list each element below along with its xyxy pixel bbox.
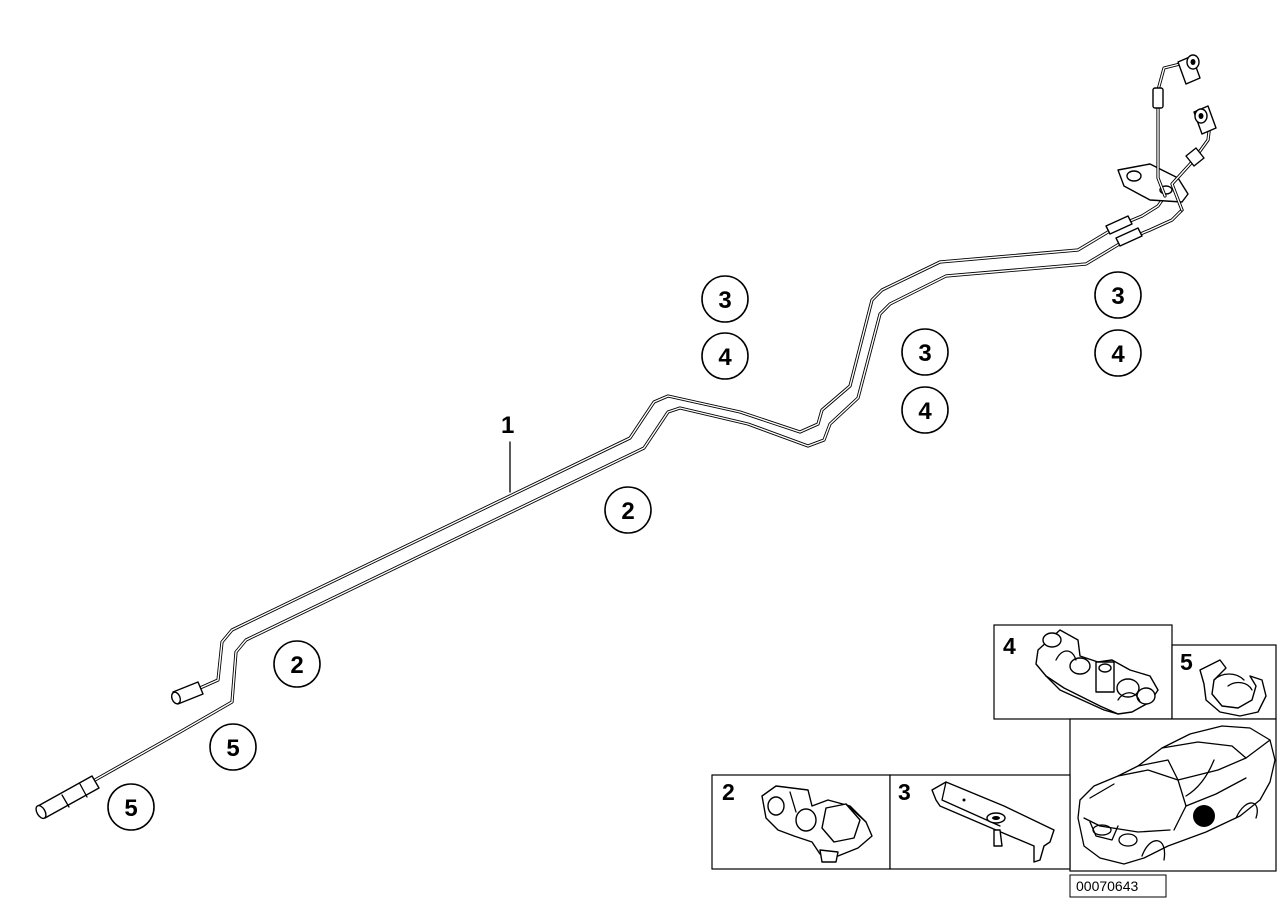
bracket-icon [931,781,1055,863]
vehicle-location-panel [1069,718,1277,872]
svg-text:4: 4 [718,344,732,371]
svg-text:2: 2 [722,779,735,805]
svg-text:5: 5 [1180,649,1193,675]
callout-2-a: 2 [604,486,652,534]
svg-text:3: 3 [918,340,931,367]
reference-code-box: 00070643 [1069,874,1167,898]
svg-text:3: 3 [1111,283,1124,310]
callout-5-b: 5 [107,783,155,831]
pipe-clip-double-icon [1035,629,1159,715]
svg-text:4: 4 [918,398,932,425]
svg-text:2: 2 [621,498,634,525]
callout-2-b: 2 [273,640,321,688]
svg-text:5: 5 [226,735,239,762]
callout-3-b: 3 [901,328,949,376]
svg-text:3: 3 [718,287,731,314]
detail-panel-3: 3 [889,774,1071,870]
callout-5-a: 5 [209,723,257,771]
detail-panel-4: 4 [993,624,1173,720]
callout-4-b: 4 [901,386,949,434]
location-marker-icon [1193,805,1215,827]
pipe-top-fitting-2 [1193,105,1217,135]
pipe-end-fitting-upper [170,681,204,705]
reference-code: 00070643 [1076,878,1139,894]
detail-panel-2: 2 [711,774,891,870]
svg-text:4: 4 [1111,341,1125,368]
car-outline-icon [1077,725,1276,865]
brake-pipe-assembly [35,54,1217,820]
callout-4-a: 4 [701,332,749,380]
callout-3-a: 3 [701,275,749,323]
svg-text:2: 2 [290,652,303,679]
pipe-holder-icon [761,785,873,863]
callout-3-c: 3 [1094,271,1142,319]
detail-panel-5: 5 [1171,644,1277,720]
pipe-top-fitting-1 [1177,54,1201,85]
svg-text:5: 5 [124,795,137,822]
part-1-label: 1 [501,412,514,439]
svg-text:3: 3 [898,779,911,805]
callout-4-c: 4 [1094,329,1142,377]
pipe-clip-single-icon [1199,659,1267,717]
pipe-end-fitting-lower [35,775,100,820]
svg-text:4: 4 [1003,633,1016,659]
